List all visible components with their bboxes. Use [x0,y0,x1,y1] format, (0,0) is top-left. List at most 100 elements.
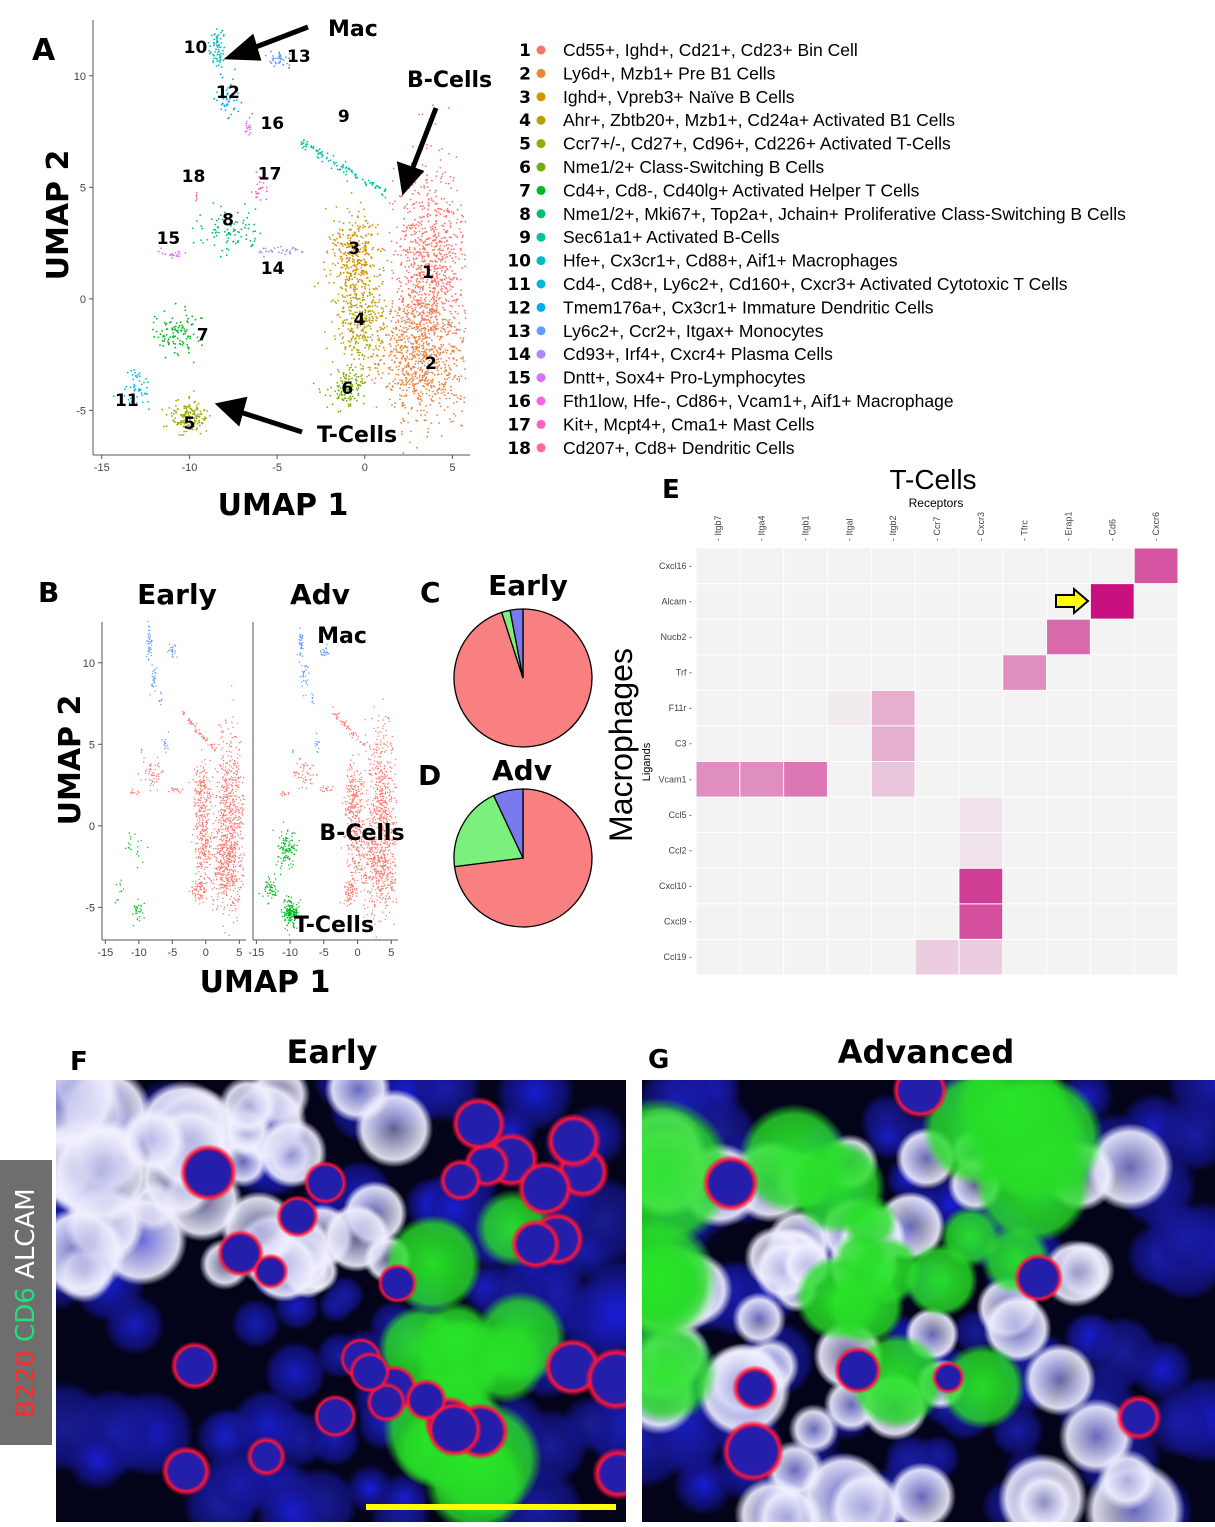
point-cluster-3 [362,246,365,249]
point-cluster-4 [356,324,359,327]
point-cluster-10 [209,45,212,48]
point-cluster-2 [444,269,447,272]
point-cluster-2 [233,869,236,871]
point-cluster-2 [425,388,428,390]
point-cluster-3 [361,236,364,239]
point-cluster-2 [383,362,385,365]
point-cluster-1 [418,313,421,316]
point-cluster-2 [390,330,393,333]
point-cluster-8 [247,212,250,214]
point-cluster-3 [338,274,341,277]
point-cluster-1 [239,830,242,833]
point-cluster-1 [231,837,233,839]
point-cluster-2 [220,876,222,879]
point-cluster-4 [209,837,212,839]
point-cluster-4 [204,814,206,816]
point-cluster-2 [423,326,426,329]
point-cluster-10 [218,64,220,67]
point-cluster-2 [421,362,424,365]
point-cluster-1 [453,276,456,279]
point-cluster-2 [411,374,413,376]
point-cluster-2 [403,374,406,376]
point-cluster-8 [152,784,154,786]
point-cluster-4 [363,335,366,338]
point-cluster-10 [147,633,149,635]
point-cluster-1 [448,220,451,223]
point-cluster-1 [369,763,372,765]
point-cluster-8 [146,769,148,771]
point-cluster-12 [154,675,157,677]
point-cluster-8 [153,774,155,776]
point-cluster-4 [202,810,205,812]
point-cluster-7 [201,317,203,319]
point-cluster-12 [151,684,154,687]
point-cluster-2 [414,356,417,359]
point-cluster-3 [328,282,331,284]
point-cluster-2 [397,344,400,346]
point-cluster-3 [355,269,357,272]
point-cluster-1 [220,865,222,867]
point-cluster-8 [221,218,224,221]
legend-swatch [536,68,546,78]
point-cluster-4 [350,339,353,341]
point-cluster-2 [404,322,407,325]
point-cluster-3 [378,268,381,270]
point-cluster-4 [349,272,351,275]
point-cluster-1 [461,267,464,270]
point-cluster-12 [232,78,234,81]
point-cluster-2 [399,308,401,311]
point-cluster-4 [344,281,347,284]
point-cluster-7 [189,337,192,340]
point-cluster-1 [236,899,238,902]
point-cluster-9 [300,143,303,146]
point-cluster-2 [421,350,423,353]
point-cluster-1 [444,274,447,277]
point-cluster-2 [220,859,222,861]
point-cluster-1 [410,312,413,315]
point-cluster-7 [171,317,174,320]
point-cluster-1 [436,202,438,205]
point-cluster-2 [421,338,424,341]
point-cluster-17 [165,738,167,741]
point-cluster-3 [350,244,353,247]
point-cluster-2 [410,377,413,380]
point-cluster-1 [463,330,466,333]
point-cluster-10 [208,49,211,52]
point-cluster-4 [352,336,354,339]
arrow-t-cells [239,409,303,435]
point-cluster-1 [222,799,224,801]
point-cluster-5 [187,405,189,408]
point-cluster-7 [174,302,177,305]
point-cluster-4 [202,807,204,809]
point-cluster-1 [395,241,398,244]
point-cluster-14 [173,791,175,793]
point-cluster-2 [222,818,224,820]
point-cluster-17 [255,196,257,199]
point-cluster-4 [361,270,364,273]
point-cluster-2 [460,357,462,360]
point-cluster-3 [339,236,342,239]
point-cluster-3 [350,192,353,194]
point-cluster-3 [199,792,202,794]
point-cluster-1 [226,771,228,774]
point-cluster-2 [418,394,420,397]
point-cluster-2 [443,370,446,373]
point-cluster-3 [365,273,368,275]
point-cluster-1 [234,909,236,912]
cluster-label-10: 10 [184,38,208,58]
point-cluster-1 [442,322,444,325]
point-cluster-4 [360,286,363,288]
point-cluster-1 [420,220,423,223]
point-cluster-10 [213,38,216,41]
point-cluster-2 [428,389,431,392]
point-cluster-2 [408,386,411,389]
point-cluster-1 [227,818,229,820]
point-cluster-1 [413,230,416,233]
arrow-head-mac [223,33,262,61]
point-cluster-14 [294,247,297,250]
point-cluster-2 [233,844,235,846]
point-cluster-1 [436,285,439,287]
point-cluster-1 [427,238,429,241]
